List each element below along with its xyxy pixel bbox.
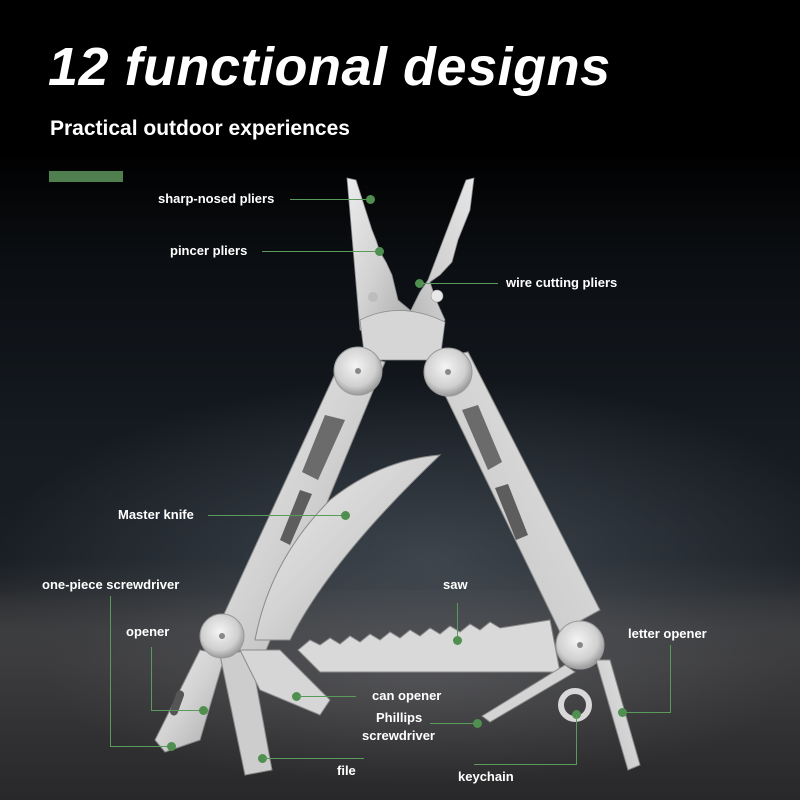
- marker-dot-can-opener: [292, 692, 301, 701]
- marker-dot-saw: [453, 636, 462, 645]
- label-one-piece-screwdriver: one-piece screwdriver: [42, 577, 180, 592]
- label-sharp-nosed-pliers: sharp-nosed pliers: [158, 191, 275, 206]
- page-subtitle: Practical outdoor experiences: [50, 117, 350, 140]
- marker-dot-keychain: [572, 710, 581, 719]
- label-keychain: keychain: [458, 769, 514, 784]
- leader-line-letter-opener-h: [625, 712, 671, 713]
- marker-dot-opener: [199, 706, 208, 715]
- leader-line-can-opener: [298, 696, 356, 697]
- accent-bar: [49, 171, 123, 182]
- bottom-right-tools: [481, 659, 641, 771]
- left-handle: [211, 351, 386, 661]
- label-master-knife: Master knife: [118, 507, 194, 522]
- leader-line-opener-h: [151, 710, 201, 711]
- label-opener: opener: [126, 624, 170, 639]
- marker-dot-file: [258, 754, 267, 763]
- marker-dot-wire-cutting-pliers: [415, 279, 424, 288]
- plier-jaws: [346, 177, 475, 361]
- leader-line-one-piece-screwdriver-v: [110, 596, 111, 746]
- leader-line-sharp-nosed-pliers: [290, 199, 370, 200]
- leader-line-pincer-pliers: [262, 251, 378, 252]
- label-phillips-line2: screwdriver: [362, 728, 435, 743]
- leader-line-saw: [457, 603, 458, 639]
- leader-line-keychain-v: [576, 715, 577, 765]
- label-wire-cutting-pliers: wire cutting pliers: [506, 275, 618, 290]
- leader-line-file: [264, 758, 364, 759]
- label-phillips-line1: Phillips: [376, 710, 423, 725]
- label-can-opener: can opener: [372, 688, 442, 703]
- label-letter-opener: letter opener: [628, 626, 707, 641]
- bottom-left-tools: [154, 649, 331, 776]
- leader-line-master-knife: [208, 515, 346, 516]
- marker-dot-pincer-pliers: [375, 247, 384, 256]
- leader-line-one-piece-screwdriver-h: [110, 746, 170, 747]
- leader-line-keychain-h: [474, 764, 577, 765]
- marker-dot-letter-opener: [618, 708, 627, 717]
- floor-background: [0, 590, 800, 800]
- leader-line-phillips-screwdriver: [430, 723, 476, 724]
- leader-line-wire-cutting-pliers: [420, 283, 498, 284]
- label-pincer-pliers: pincer pliers: [170, 243, 248, 258]
- marker-dot-master-knife: [341, 511, 350, 520]
- page-title: 12 functional designs: [48, 37, 611, 97]
- leader-line-letter-opener-v: [670, 645, 671, 712]
- knife-blade: [254, 454, 442, 641]
- leader-line-opener-v: [151, 647, 152, 710]
- label-file: file: [337, 763, 356, 778]
- marker-dot-phillips-screwdriver: [473, 719, 482, 728]
- marker-dot-one-piece-screwdriver: [167, 742, 176, 751]
- marker-dot-sharp-nosed-pliers: [366, 195, 375, 204]
- saw-blade: [297, 619, 561, 673]
- label-saw: saw: [443, 577, 468, 592]
